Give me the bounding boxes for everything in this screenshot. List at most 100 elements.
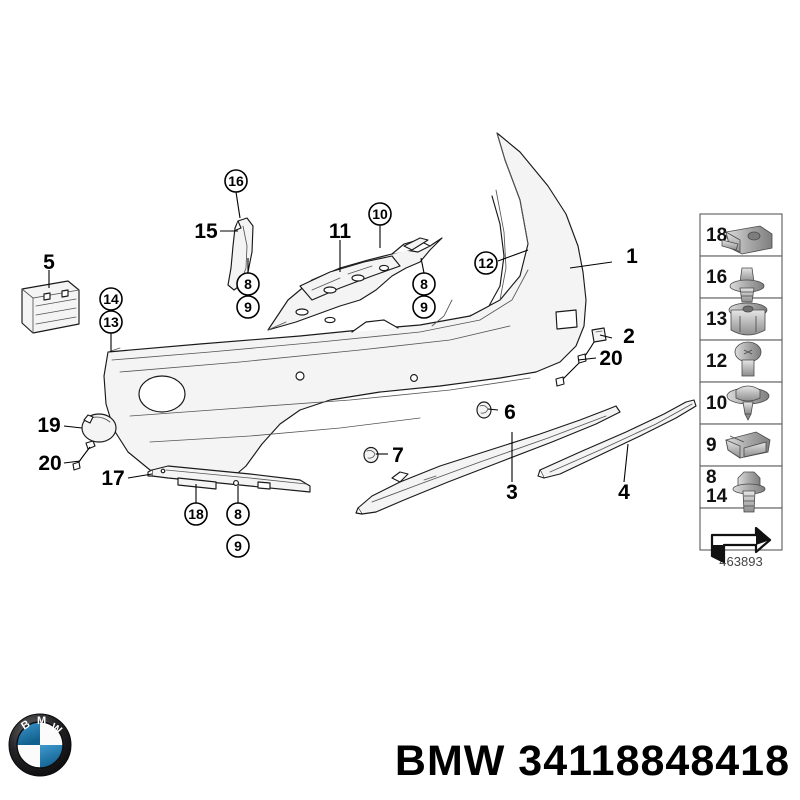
callout-number-label: 10 [372,206,388,222]
callout-14: 14 [99,287,123,311]
spring-clip-icon [725,431,771,459]
callout-leader-line [420,257,425,274]
callout-circle [474,251,498,275]
callout-number-label: 9 [420,299,428,315]
callout-number-label: 3 [506,481,518,504]
callout-18: 18 [184,484,208,526]
callout-9: 9 [226,534,250,558]
callout-circle [236,295,260,319]
callout-number-label: 15 [194,220,218,243]
legend-item-number: 12 [706,351,727,372]
callout-20: 20 [38,452,81,475]
callout-number-label: 16 [228,173,244,189]
callout-8: 8 [412,257,436,296]
push-rivet-icon [729,267,765,303]
callout-number-label: 9 [244,299,252,315]
callout-number-label: 2 [623,325,635,348]
callout-15: 15 [194,220,238,243]
callout-number-label: 18 [188,506,204,522]
callout-circle [236,272,260,296]
callout-number-label: 13 [103,314,119,330]
callout-circle [368,202,392,226]
callout-number-label: 11 [329,220,352,243]
impact-absorber-bracket-part [267,237,443,331]
callout-9: 9 [412,295,436,319]
callout-number-label: 8 [244,276,252,292]
upper-trim-strip-part [537,399,697,479]
callout-leader-line [235,191,241,219]
callout-9: 9 [236,295,260,319]
lower-valance-trim-part [355,405,621,515]
hex-head-bolt-icon [732,471,766,513]
callout-6: 6 [487,401,516,424]
callout-number-label: 20 [599,347,622,370]
callout-circle [99,310,123,334]
tow-hook-cover-part [72,413,117,471]
expanding-grommet-icon [728,302,768,336]
roundel-letter-m: M [37,715,46,727]
flanged-rivet-icon [726,385,770,421]
callout-leader-line [577,357,597,361]
callout-circle [224,169,248,193]
callout-8: 8 [226,486,250,526]
callout-19: 19 [37,414,83,437]
callout-1: 1 [569,245,638,269]
grommet-part-7 [363,446,379,464]
bumper-insert-part [21,280,80,334]
callout-circle [412,272,436,296]
callout-leader-line [569,261,613,269]
round-head-screw-icon [734,341,762,377]
callout-number-label: 12 [478,255,494,271]
callout-17: 17 [101,467,153,490]
callout-10: 10 [368,202,392,248]
callout-leader-line [63,425,83,429]
callout-20: 20 [577,347,623,370]
callout-4: 4 [618,443,630,504]
callout-16: 16 [224,169,248,219]
callout-3: 3 [506,432,518,504]
callout-7: 7 [376,444,404,467]
bmw-roundel-logo: B M W [8,713,72,777]
callout-13: 13 [99,310,123,352]
callout-circle [226,502,250,526]
callout-circle [184,502,208,526]
legend-item-number: 10 [706,393,727,414]
callout-number-label: 8 [234,506,242,522]
callout-number-label: 9 [234,538,242,554]
callout-11: 11 [329,220,352,272]
callout-number-label: 14 [103,291,119,307]
callout-number-label: 8 [420,276,428,292]
lower-mounting-rail-part [147,465,311,493]
callout-leader-line [487,408,499,411]
callout-leader-line [599,334,613,339]
callout-circle [412,295,436,319]
callout-number-label: 6 [504,401,516,424]
direction-arrow-icon [710,526,772,564]
callout-leader-line [623,443,629,483]
legend-item-number: 13 [706,309,727,330]
part-number-label: BMW 34118848418 [395,737,790,785]
callout-number-label: 4 [618,481,630,504]
callout-12: 12 [474,249,529,275]
callout-number-label: 20 [38,452,61,475]
callout-leader-line [127,473,153,479]
legend-item-number: 16 [706,267,727,288]
callout-number-label: 19 [37,414,60,437]
diagram-id-label: 463893 [719,554,762,569]
legend-item-number: 9 [706,435,717,456]
u-nut-clip-icon [721,225,773,255]
callout-number-label: 17 [101,467,124,490]
callout-2: 2 [599,325,635,348]
legend-item-number: 8 [706,467,717,488]
callout-8: 8 [236,258,260,296]
callout-number-label: 7 [392,444,404,467]
callout-number-label: 1 [626,245,638,268]
legend-item-number: 14 [706,486,728,507]
callout-circle [99,287,123,311]
callout-number-label: 5 [43,251,55,274]
